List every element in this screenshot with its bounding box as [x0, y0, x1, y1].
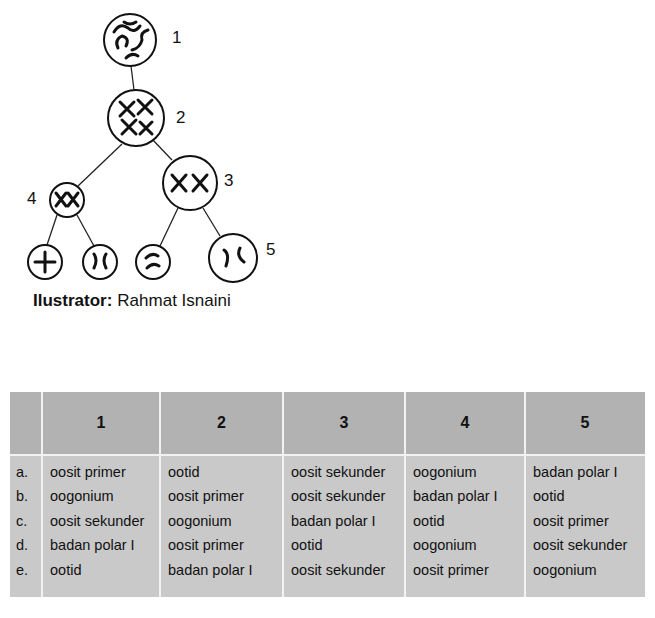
table-cell: oosit sekunder [50, 509, 160, 534]
lineage-lines [47, 66, 220, 246]
callout-number: 3 [224, 171, 233, 191]
table-cell: oogonium [413, 460, 525, 485]
table-cell: oogonium [413, 534, 525, 559]
option-letter: b. [16, 485, 40, 510]
option-letter: a. [16, 460, 40, 485]
table-cell: oosit sekunder [533, 534, 645, 559]
option-letter: e. [16, 558, 40, 583]
callout-number: 5 [266, 240, 275, 260]
credit-heading: Ilustrator: [33, 291, 112, 311]
table-cell: ootid [50, 558, 160, 583]
table-header: 1 [42, 392, 160, 455]
table-cell: oogonium [50, 485, 160, 510]
table-header-ground [10, 392, 645, 454]
callout-number: 2 [176, 108, 185, 128]
table-cell: badan polar I [533, 460, 645, 485]
table-cell: oosit primer [168, 485, 283, 510]
table-cell: oogonium [533, 558, 645, 583]
callout-number: 1 [172, 28, 181, 48]
cell-circles [28, 14, 257, 282]
table-cell: badan polar I [413, 485, 525, 510]
table-cell: oosit primer [413, 558, 525, 583]
chromosomes [35, 22, 244, 272]
callout-number: 4 [27, 189, 36, 209]
table-cell: ootid [533, 485, 645, 510]
table-cell: ootid [291, 534, 405, 559]
option-letter: d. [16, 534, 40, 559]
table-cell: oosit sekunder [291, 460, 405, 485]
table-cell: oosit primer [168, 534, 283, 559]
table-cell: badan polar I [50, 534, 160, 559]
option-letter: c. [16, 509, 40, 534]
table-cell: ootid [168, 460, 283, 485]
table-cell: oogonium [168, 509, 283, 534]
table-cell: badan polar I [168, 558, 283, 583]
table-header: 2 [160, 392, 283, 455]
table-cell: oosit primer [50, 460, 160, 485]
table-header: 5 [525, 392, 645, 455]
table-cell: oosit sekunder [291, 558, 405, 583]
table-cell: ootid [413, 509, 525, 534]
table-cell: oosit sekunder [291, 485, 405, 510]
credit-name: Rahmat Isnaini [117, 291, 230, 311]
table-ground [10, 392, 645, 597]
table-grid [10, 392, 645, 597]
table-cell: oosit primer [533, 509, 645, 534]
table-header: 3 [283, 392, 405, 455]
table-header: 4 [405, 392, 525, 455]
table-cell: badan polar I [291, 509, 405, 534]
